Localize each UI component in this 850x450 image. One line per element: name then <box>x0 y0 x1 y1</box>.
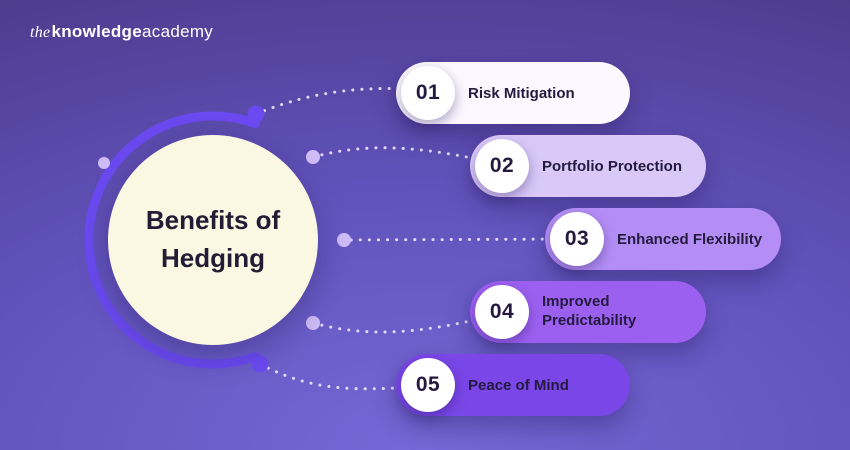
logo-academy: academy <box>142 22 214 41</box>
benefit-label: Portfolio Protection <box>542 157 682 175</box>
connector-5 <box>258 362 426 391</box>
benefit-number-badge: 05 <box>401 358 455 412</box>
benefit-pill-4: 04 Improved Predictability <box>470 281 706 343</box>
ring-deco-dot <box>98 157 110 169</box>
center-ring-arc <box>84 111 260 369</box>
ring-anchor-dot-3 <box>337 233 351 247</box>
ring-end-dot-top <box>247 105 265 123</box>
benefit-pill-3: 03 Enhanced Flexibility <box>545 208 781 270</box>
benefit-label: Risk Mitigation <box>468 84 575 102</box>
connector-3 <box>340 237 576 242</box>
ring-anchor-dot-2 <box>306 150 320 164</box>
brand-logo: theknowledgeacademy <box>30 22 213 42</box>
benefit-number-badge: 04 <box>475 285 529 339</box>
connector-1 <box>254 86 430 116</box>
center-title: Benefits of Hedging <box>146 202 280 277</box>
benefit-label: Enhanced Flexibility <box>617 230 763 248</box>
benefit-number-badge: 02 <box>475 139 529 193</box>
benefit-pill-2: 02 Portfolio Protection <box>470 135 706 197</box>
center-circle: Benefits of Hedging <box>108 135 318 345</box>
benefit-number-badge: 03 <box>550 212 604 266</box>
benefit-pill-5: 05 Peace of Mind <box>396 354 630 416</box>
ring-end-dot-bottom <box>251 355 269 373</box>
benefit-label: Improved Predictability <box>542 293 637 329</box>
benefit-pill-1: 01 Risk Mitigation <box>396 62 630 124</box>
logo-knowledge: knowledge <box>51 22 143 41</box>
ring-anchor-dot-4 <box>306 316 320 330</box>
benefit-number-badge: 01 <box>401 66 455 120</box>
center-title-line1: Benefits of <box>145 205 281 236</box>
benefit-label: Peace of Mind <box>468 376 569 394</box>
logo-the: the <box>30 24 51 41</box>
center-title-line2: Hedging <box>161 243 265 273</box>
